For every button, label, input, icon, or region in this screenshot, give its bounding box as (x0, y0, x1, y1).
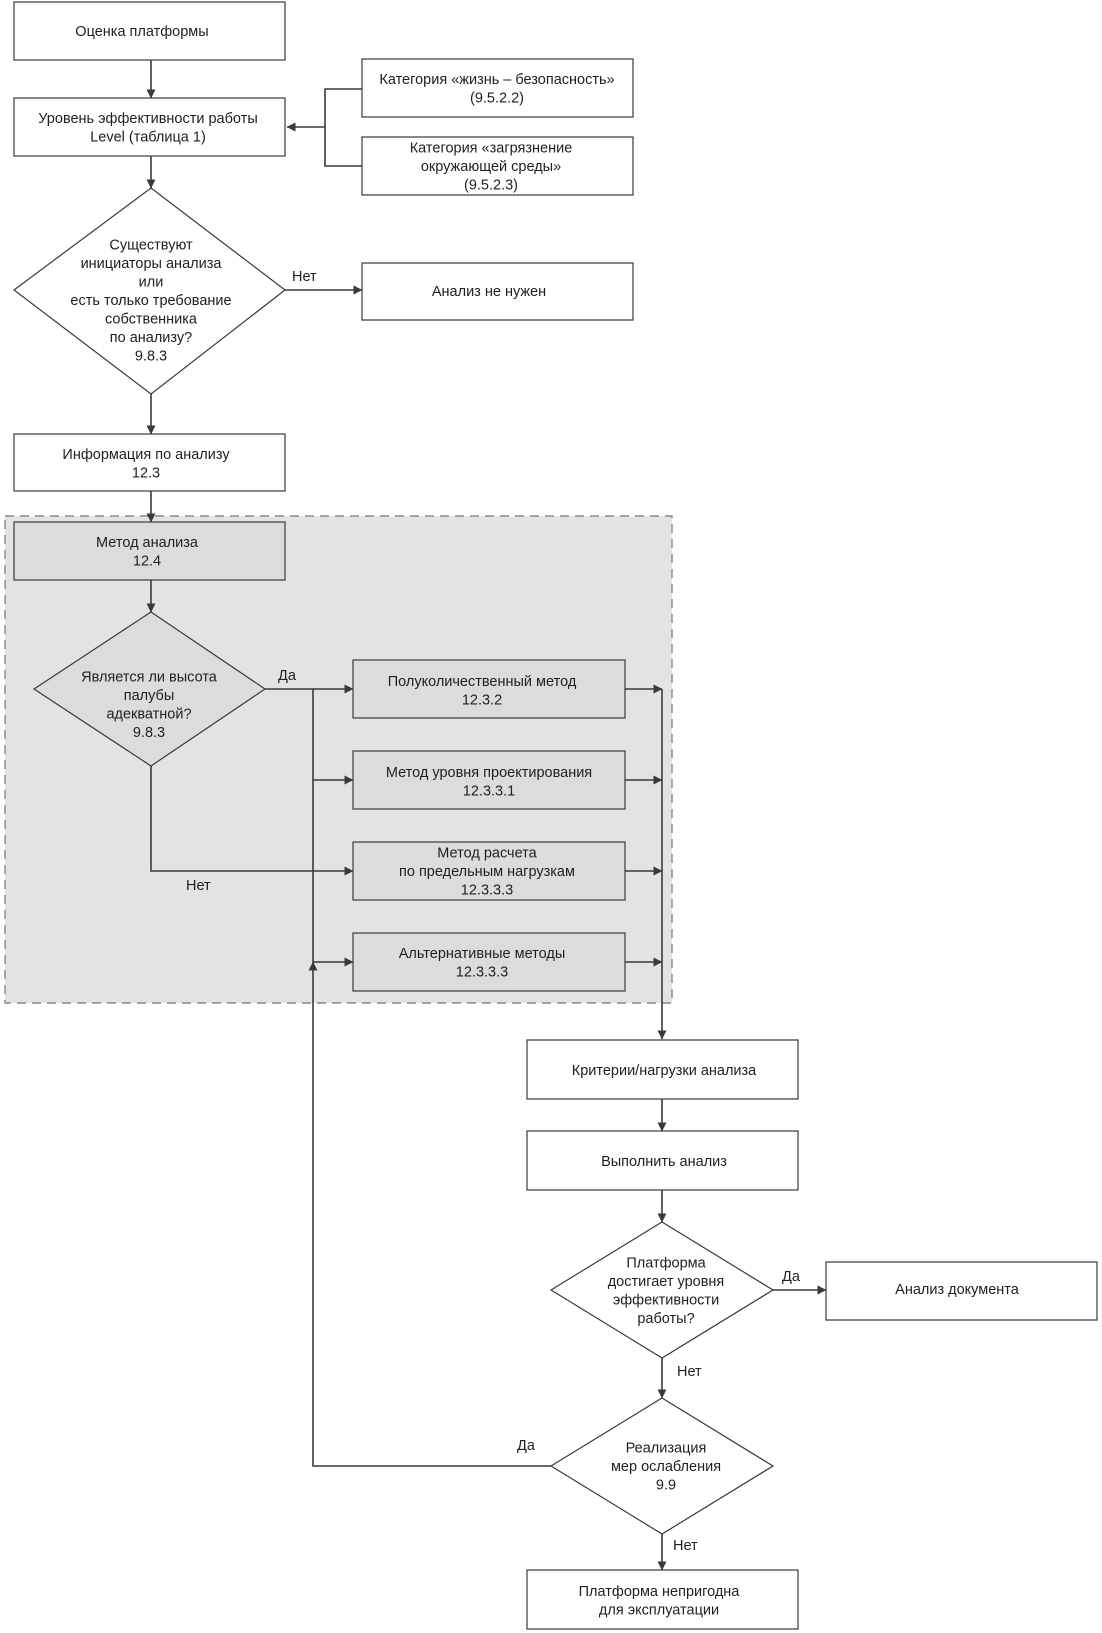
node-semi-quantitative-method-label: Полуколичественный метод 12.3.2 (388, 674, 577, 709)
connectors (146, 60, 827, 1571)
node-platform-assessment-label-line: Оценка платформы (75, 24, 208, 40)
edge-label-deck-yes: Да (278, 668, 297, 684)
node-category-life-safety-label-line: (9.5.2.2) (470, 90, 524, 106)
decision-deck-height: Является ли высота палубы адекватной? 9.8.3 (32, 611, 267, 767)
node-design-level-method-label-line: 12.3.3.1 (463, 783, 515, 799)
edge-label-mitigation-yes: Да (517, 1438, 536, 1454)
node-category-pollution-label-line: (9.5.2.3) (464, 178, 518, 194)
node-category-pollution: Категория «загрязнение окружающей среды» (… (361, 136, 634, 196)
decision-initiators: Существуют инициаторы анализа или есть толь… (13, 187, 286, 395)
decision-mitigation-label: Реализация мер ослабления 9.9 (611, 1441, 721, 1494)
node-alternative-methods-label-line: Альтернативные методы (399, 946, 566, 962)
decision-mitigation-label-line: мер ослабления (611, 1459, 721, 1475)
node-analysis-criteria-label: Критерии/нагрузки анализа (572, 1063, 757, 1079)
edge-label-initiators-no: Нет (292, 269, 317, 285)
decision-initiators-label-line: Существуют (109, 238, 193, 254)
node-category-life-safety: Категория «жизнь – безопасность» (9.5.2.2… (361, 58, 634, 118)
node-perform-analysis-label-line: Выполнить анализ (601, 1154, 727, 1170)
node-platform-assessment-label: Оценка платформы (75, 24, 208, 40)
node-performance-level-label-line: Уровень эффективности работы (38, 111, 258, 127)
node-alternative-methods: Альтернативные методы 12.3.3.3 (352, 932, 626, 992)
node-ultimate-load-method-label-line: 12.3.3.3 (461, 883, 513, 899)
node-platform-assessment: Оценка платформы (13, 1, 286, 61)
node-category-life-safety-label-line: Категория «жизнь – безопасность» (379, 72, 614, 88)
node-alternative-methods-label-line: 12.3.3.3 (456, 964, 508, 980)
decision-mitigation: Реализация мер ослабления 9.9 (549, 1397, 775, 1535)
node-category-pollution-label-line: окружающей среды» (421, 159, 561, 175)
decision-deck-height-label-line: 9.8.3 (133, 725, 165, 741)
edge-label-mitigation-no: Нет (673, 1538, 698, 1554)
node-design-level-method-label: Метод уровня проектирования 12.3.3.1 (386, 765, 592, 800)
node-analysis-information-label-line: 12.3 (132, 465, 160, 481)
edge-mitigation-yes (308, 961, 551, 1467)
node-analysis-not-needed: Анализ не нужен (361, 262, 634, 321)
decision-initiators-label: Существуют инициаторы анализа или есть толь… (70, 238, 231, 365)
decision-mitigation-label-line: Реализация (626, 1441, 707, 1457)
decision-initiators-label-line: или (139, 275, 164, 291)
node-category-life-safety-label: Категория «жизнь – безопасность» (9.5.2.2… (379, 72, 614, 107)
node-analysis-criteria-label-line: Критерии/нагрузки анализа (572, 1063, 757, 1079)
node-document-analysis-label: Анализ документа (895, 1282, 1020, 1298)
decision-reaches-level-label-line: Платформа (626, 1255, 706, 1271)
edge-labels: Нет Да Нет Да Нет Да Нет (186, 269, 801, 1554)
node-analysis-method-label-line: Метод анализа (96, 535, 199, 551)
node-analysis-not-needed-label-line: Анализ не нужен (432, 284, 546, 300)
edge-categories-merge (324, 88, 362, 167)
node-platform-unfit-label: Платформа непригодна для эксплуатации (579, 1584, 741, 1619)
node-platform-unfit: Платформа непригодна для эксплуатации (526, 1569, 799, 1630)
node-document-analysis-label-line: Анализ документа (895, 1282, 1020, 1298)
node-perform-analysis-label: Выполнить анализ (601, 1154, 727, 1170)
node-category-pollution-label: Категория «загрязнение окружающей среды» (… (410, 141, 573, 194)
edge-label-deck-no: Нет (186, 878, 211, 894)
decision-reaches-level: Платформа достигает уровня эффективности ра… (549, 1221, 775, 1359)
node-analysis-information-label-line: Информация по анализу (62, 447, 230, 463)
node-analysis-method-label-line: 12.4 (133, 553, 161, 569)
node-analysis-method-label: Метод анализа 12.4 (96, 535, 199, 570)
node-platform-unfit-label-line: для эксплуатации (599, 1602, 719, 1618)
decision-deck-height-label-line: Является ли высота (81, 669, 218, 685)
decision-reaches-level-label-line: достигает уровня (608, 1274, 725, 1290)
node-perform-analysis: Выполнить анализ (526, 1130, 799, 1191)
node-platform-unfit-label-line: Платформа непригодна (579, 1584, 741, 1600)
node-analysis-criteria: Критерии/нагрузки анализа (526, 1039, 799, 1100)
node-semi-quantitative-method-label-line: 12.3.2 (462, 692, 502, 708)
decision-reaches-level-label: Платформа достигает уровня эффективности ра… (608, 1255, 725, 1327)
node-ultimate-load-method-label-line: по предельным нагрузкам (399, 864, 575, 880)
edge-deck-no (150, 766, 354, 876)
node-design-level-method: Метод уровня проектирования 12.3.3.1 (352, 750, 626, 810)
node-semi-quantitative-method: Полуколичественный метод 12.3.2 (352, 659, 626, 719)
decision-deck-height-label-line: адекватной? (106, 706, 191, 722)
node-analysis-method: Метод анализа 12.4 (13, 521, 286, 581)
node-ultimate-load-method-label-line: Метод расчета (437, 846, 537, 862)
node-alternative-methods-label: Альтернативные методы 12.3.3.3 (399, 946, 566, 981)
decision-mitigation-label-line: 9.9 (656, 1478, 676, 1494)
decision-initiators-label-line: 9.8.3 (135, 349, 167, 365)
edge-label-reaches-yes: Да (782, 1269, 801, 1285)
node-performance-level-label-line: Level (таблица 1) (90, 129, 206, 145)
decision-initiators-label-line: инициаторы анализа (81, 256, 223, 272)
decision-reaches-level-label-line: эффективности (613, 1292, 719, 1308)
node-ultimate-load-method: Метод расчета по предельным нагрузкам 12.3… (352, 841, 626, 901)
node-document-analysis: Анализ документа (825, 1261, 1098, 1321)
decision-deck-height-label: Является ли высота палубы адекватной? 9.8.3 (81, 669, 218, 741)
decision-initiators-label-line: есть только требование (70, 293, 231, 309)
node-category-pollution-label-line: Категория «загрязнение (410, 141, 573, 157)
decision-deck-height-label-line: палубы (124, 688, 175, 704)
decision-initiators-label-line: по анализу? (110, 330, 192, 346)
node-analysis-not-needed-label: Анализ не нужен (432, 284, 546, 300)
decision-initiators-label-line: собственника (105, 312, 198, 328)
decision-reaches-level-label-line: работы? (637, 1311, 694, 1327)
node-design-level-method-label-line: Метод уровня проектирования (386, 765, 592, 781)
node-analysis-information-label: Информация по анализу 12.3 (62, 447, 230, 482)
edge-label-reaches-no: Нет (677, 1364, 702, 1380)
node-semi-quantitative-method-label-line: Полуколичественный метод (388, 674, 577, 690)
node-analysis-information: Информация по анализу 12.3 (13, 433, 286, 492)
node-ultimate-load-method-label: Метод расчета по предельным нагрузкам 12.3… (399, 846, 575, 899)
